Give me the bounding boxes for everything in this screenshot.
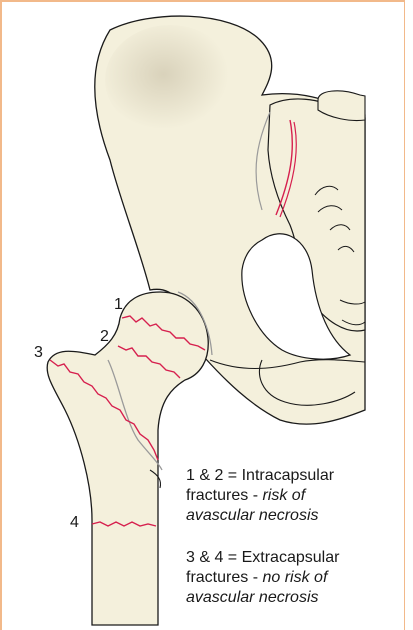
caption-intracapsular-line1: 1 & 2 = Intracapsular — [186, 466, 396, 486]
label-fracture-3: 3 — [34, 344, 43, 362]
caption-intracapsular-line2: fractures - risk of — [186, 486, 396, 506]
caption-intracapsular-italic: risk of — [262, 487, 305, 504]
caption-extracapsular-line1: 3 & 4 = Extracapsular — [186, 548, 396, 568]
femur-bone — [47, 292, 208, 625]
caption-intracapsular-italic-2: avascular necrosis — [186, 507, 319, 524]
label-fracture-1: 1 — [114, 296, 123, 314]
iliac-fossa-shading — [105, 25, 235, 135]
caption-extracapsular-line3: avascular necrosis — [186, 588, 396, 608]
caption-intracapsular-plain: fractures - — [186, 487, 262, 504]
label-fracture-4: 4 — [70, 514, 79, 532]
caption-extracapsular-plain: fractures - — [186, 569, 262, 586]
caption-extracapsular-italic-2: avascular necrosis — [186, 589, 319, 606]
caption-extracapsular-line2: fractures - no risk of — [186, 568, 396, 588]
label-fracture-2: 2 — [100, 328, 109, 346]
caption-intracapsular: 1 & 2 = Intracapsular fractures - risk o… — [186, 466, 396, 526]
caption-extracapsular-italic: no risk of — [262, 569, 327, 586]
caption-extracapsular: 3 & 4 = Extracapsular fractures - no ris… — [186, 548, 396, 608]
caption-intracapsular-line3: avascular necrosis — [186, 506, 396, 526]
